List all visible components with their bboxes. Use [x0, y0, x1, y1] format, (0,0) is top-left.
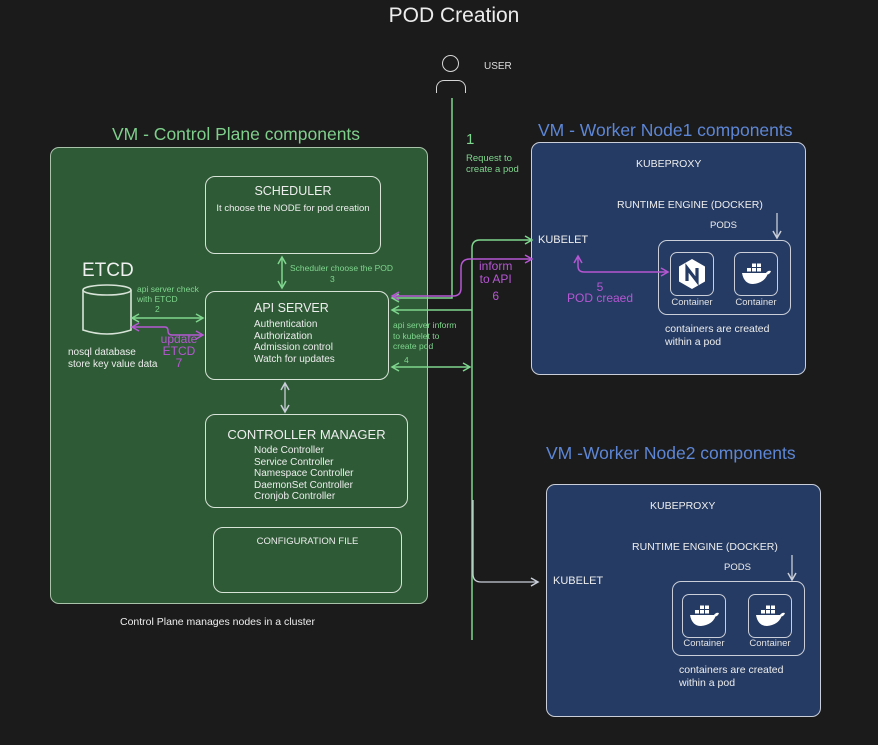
worker1-kubelet: KUBELET [538, 234, 589, 246]
step4-number: 4 [404, 355, 409, 365]
api-server-title: API SERVER [254, 301, 329, 315]
step3-label: Scheduler choose the POD [290, 263, 394, 273]
step7-line: update [160, 332, 198, 346]
step7-label: update ETCD 7 [156, 333, 202, 369]
api-server-item: Admission control [254, 342, 333, 354]
docker-icon [690, 605, 719, 626]
control-plane-caption: Control Plane manages nodes in a cluster [120, 616, 315, 628]
worker2-runtime-engine: RUNTIME ENGINE (DOCKER) [632, 541, 778, 553]
controller-manager-box: CONTROLLER MANAGER Node Controller Servi… [205, 414, 408, 508]
worker-node2-title: VM -Worker Node2 components [546, 443, 796, 463]
api-server-box: API SERVER Authentication Authorization … [205, 291, 389, 380]
controller-item: DaemonSet Controller [254, 479, 353, 491]
step6-line: to API [479, 271, 512, 286]
controller-item: Namespace Controller [254, 468, 354, 479]
scheduler-title: SCHEDULER [254, 184, 332, 198]
worker1-kubeproxy: KUBEPROXY [636, 158, 702, 170]
step4-line: to kubelet to [393, 330, 440, 341]
controller-item: Service Controller [254, 456, 334, 468]
worker2-container-1 [682, 594, 726, 638]
configuration-file-box: CONFIGURATION FILE [213, 527, 402, 593]
worker1-container-1-label: Container [671, 297, 713, 308]
etcd-description-line: store key value data [68, 358, 158, 370]
configuration-file-title: CONFIGURATION FILE [256, 536, 359, 547]
worker1-container-1 [670, 252, 714, 296]
arrow-step4-to-kubelet2 [472, 500, 540, 587]
step5-number: 5 [596, 280, 604, 294]
step1-line: Request to [466, 153, 512, 164]
api-server-items: Authentication Authorization Admission c… [254, 319, 388, 366]
worker2-kubeproxy: KUBEPROXY [650, 500, 716, 512]
docker-icon [756, 605, 785, 626]
worker1-pod-box [658, 240, 791, 315]
step1-number: 1 [466, 131, 475, 148]
worker2-note: containers are created within a pod [679, 664, 783, 689]
step5-text: POD creaed [566, 291, 634, 305]
etcd-description: nosql database store key value data [68, 347, 158, 370]
diagram-title: POD Creation [388, 4, 520, 27]
worker2-pods-label: PODS [724, 562, 751, 573]
worker2-pod-box [672, 581, 805, 656]
controller-item: Cronjob Controller [254, 491, 336, 502]
worker1-note-line: containers are created [665, 323, 770, 335]
control-plane-title: VM - Control Plane components [112, 124, 361, 144]
step4-line: api server inform [393, 320, 457, 330]
step2-line: api server check [137, 284, 199, 294]
worker1-note-line: within a pod [665, 335, 722, 348]
worker2-container-2-label: Container [749, 638, 791, 649]
worker1-note: containers are created within a pod [665, 323, 769, 348]
worker1-pods-label: PODS [710, 220, 737, 231]
controller-list: Node Controller Service Controller Names… [254, 445, 407, 503]
step7-number: 7 [175, 356, 183, 370]
api-server-item: Authentication [254, 319, 318, 330]
worker2-container-2 [748, 594, 792, 638]
step4-label: api server inform to kubelet to create p… [393, 320, 456, 352]
worker1-container-2-label: Container [735, 297, 777, 308]
step6-number: 6 [492, 289, 500, 303]
scheduler-box: SCHEDULER It choose the NODE for pod cre… [205, 176, 381, 254]
step2-label: api server check with ETCD 2 [137, 284, 199, 314]
api-server-item: Authorization [254, 330, 313, 342]
worker2-note-line: within a pod [679, 676, 736, 689]
controller-item: Node Controller [254, 445, 325, 456]
user-label: USER [484, 61, 512, 72]
docker-icon [742, 263, 771, 284]
step6-line: inform [479, 259, 513, 273]
scheduler-description: It choose the NODE for pod creation [216, 203, 370, 214]
user-icon-head [442, 55, 459, 72]
user-icon-body [436, 80, 466, 93]
step5-label: 5 POD creaed [560, 280, 640, 305]
api-server-item: Watch for updates [254, 354, 335, 366]
worker2-container-1-label: Container [683, 638, 725, 649]
step1-label: Request to create a pod [466, 153, 519, 175]
step3-number: 3 [330, 274, 335, 284]
step2-number: 2 [155, 304, 160, 314]
etcd-database-icon [82, 284, 132, 335]
worker1-container-2 [734, 252, 778, 296]
worker2-kubelet: KUBELET [553, 575, 604, 587]
step1-line: create a pod [466, 164, 519, 175]
step7-line: ETCD [162, 344, 196, 358]
etcd-title: ETCD [82, 260, 134, 281]
nginx-icon [679, 259, 705, 289]
worker2-note-line: containers are created [679, 664, 784, 676]
step4-line: create pod [393, 341, 434, 351]
worker1-runtime-engine: RUNTIME ENGINE (DOCKER) [617, 199, 763, 211]
controller-manager-title: CONTROLLER MANAGER [227, 427, 386, 442]
step2-line: with ETCD [137, 294, 178, 304]
step6-label: inform to API 6 [479, 260, 512, 303]
etcd-description-line: nosql database [68, 347, 136, 358]
worker-node1-title: VM - Worker Node1 components [538, 120, 793, 140]
